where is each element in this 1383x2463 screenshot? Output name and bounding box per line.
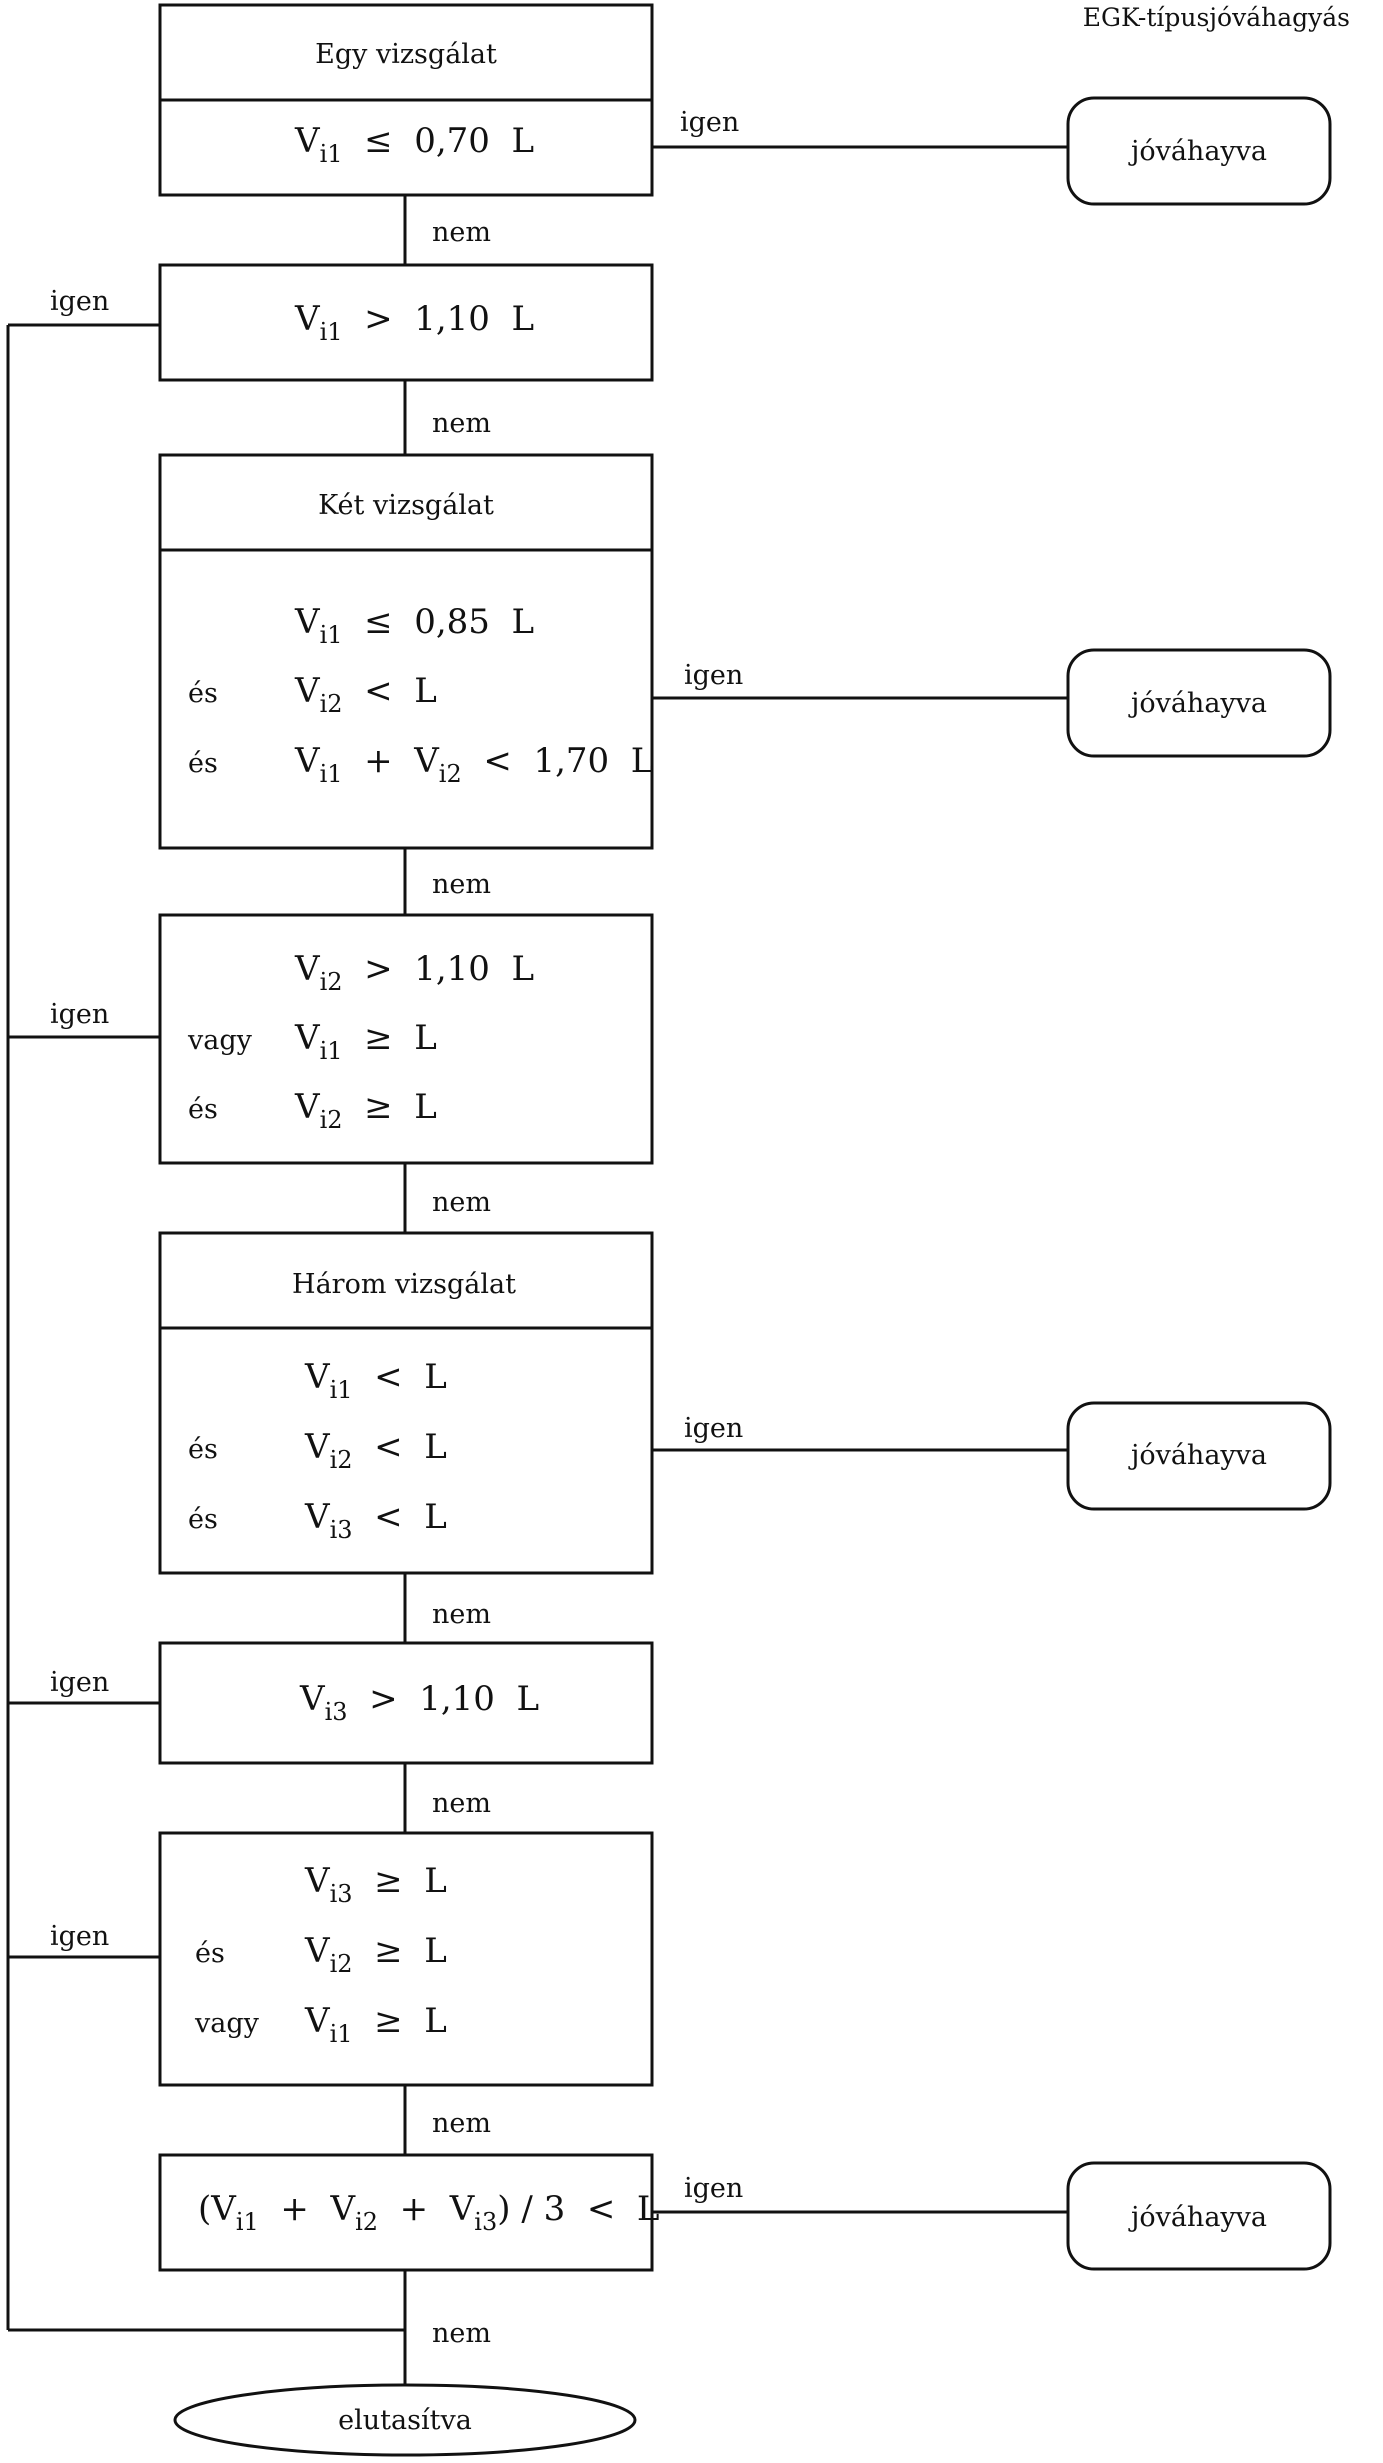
rejected-terminal xyxy=(173,2383,637,2457)
corner-title: EGK-típusjóváhagyás xyxy=(1083,3,1350,32)
condition-text: Vi3 < L xyxy=(304,1497,447,1544)
two-tests-box: Két vizsgálat Vi1 ≤ 0,85 L és Vi2 < L és… xyxy=(158,453,654,850)
condition-box xyxy=(158,263,654,382)
condition-text: Vi2 < L xyxy=(304,1427,447,1474)
conjunction-label: vagy xyxy=(187,1025,253,1056)
no-label: nem xyxy=(432,1788,491,1819)
condition-box xyxy=(158,98,654,197)
conjunction-label: és xyxy=(188,678,218,709)
rejected-outcome: elutasítva xyxy=(173,2383,637,2457)
section-title: Két vizsgálat xyxy=(318,490,494,521)
one-test-box: Egy vizsgálat Vi1 ≤ 0,70 L xyxy=(158,3,654,197)
approved-terminal xyxy=(1066,2161,1332,2271)
branch-labels: igen igen igen igen igen igen igen igen … xyxy=(50,107,743,2349)
yes-label: igen xyxy=(50,286,109,317)
section-header-box xyxy=(158,1231,654,1330)
section-title: Egy vizsgálat xyxy=(315,39,497,70)
condition-block-8: (Vi1 + Vi2 + Vi3) / 3 < L xyxy=(158,2153,660,2272)
three-tests-box: Három vizsgálat Vi1 < L és Vi2 < L és Vi… xyxy=(158,1231,654,1575)
no-label: nem xyxy=(432,869,491,900)
condition-box xyxy=(158,913,654,1165)
approved-label: jóváhayva xyxy=(1128,1440,1267,1471)
condition-text: Vi3 ≥ L xyxy=(304,1861,447,1908)
yes-label: igen xyxy=(684,660,743,691)
condition-text: Vi1 ≤ 0,85 L xyxy=(294,602,534,649)
condition-text: Vi1 + Vi2 < 1,70 L xyxy=(294,741,653,788)
no-label: nem xyxy=(432,217,491,248)
approved-terminal xyxy=(1066,96,1332,206)
yes-label: igen xyxy=(680,107,739,138)
conjunction-label: és xyxy=(188,1434,218,1465)
condition-text: Vi1 ≥ L xyxy=(294,1018,437,1065)
no-label: nem xyxy=(432,2318,491,2349)
condition-text: Vi2 > 1,10 L xyxy=(294,949,534,996)
approved-outcome: jóváhayva xyxy=(1066,2161,1332,2271)
conjunction-label: és xyxy=(188,748,218,779)
condition-text: Vi2 < L xyxy=(294,671,437,718)
conjunction-label: és xyxy=(188,1094,218,1125)
approved-label: jóváhayva xyxy=(1128,2202,1267,2233)
no-label: nem xyxy=(432,1599,491,1630)
condition-block-2: Vi1 > 1,10 L xyxy=(158,263,654,382)
condition-text: Vi2 ≥ L xyxy=(294,1087,437,1134)
section-title: Három vizsgálat xyxy=(292,1269,516,1300)
condition-block-6: Vi3 > 1,10 L xyxy=(158,1641,654,1765)
yes-label: igen xyxy=(50,999,109,1030)
conjunction-label: vagy xyxy=(194,2008,260,2039)
yes-label: igen xyxy=(684,1413,743,1444)
approved-outcome: jóváhayva xyxy=(1066,96,1332,206)
approved-outcome: jóváhayva xyxy=(1066,648,1332,758)
conjunction-label: és xyxy=(188,1504,218,1535)
yes-label: igen xyxy=(50,1667,109,1698)
condition-text: Vi2 ≥ L xyxy=(304,1931,447,1978)
condition-box xyxy=(158,1326,654,1575)
approved-label: jóváhayva xyxy=(1128,688,1267,719)
approved-terminal xyxy=(1066,648,1332,758)
connector-lines xyxy=(6,145,1068,2410)
condition-text: (Vi1 + Vi2 + Vi3) / 3 < L xyxy=(198,2189,660,2236)
conjunction-label: és xyxy=(195,1938,225,1969)
condition-box xyxy=(158,548,654,850)
condition-box xyxy=(158,2153,654,2272)
yes-label: igen xyxy=(684,2173,743,2204)
condition-block-4: Vi2 > 1,10 L vagy Vi1 ≥ L és Vi2 ≥ L xyxy=(158,913,654,1165)
condition-box xyxy=(158,1831,654,2087)
condition-block-7: Vi3 ≥ L és Vi2 ≥ L vagy Vi1 ≥ L xyxy=(158,1831,654,2087)
condition-text: Vi1 < L xyxy=(304,1357,447,1404)
yes-label: igen xyxy=(50,1921,109,1952)
condition-box xyxy=(158,1641,654,1765)
no-label: nem xyxy=(432,2108,491,2139)
condition-text: Vi3 > 1,10 L xyxy=(299,1679,539,1726)
approved-label: jóváhayva xyxy=(1128,136,1267,167)
condition-text: Vi1 ≤ 0,70 L xyxy=(294,121,534,168)
condition-text: Vi1 > 1,10 L xyxy=(294,299,534,346)
condition-text: Vi1 ≥ L xyxy=(304,2001,447,2048)
no-label: nem xyxy=(432,408,491,439)
rejected-label: elutasítva xyxy=(338,2405,472,2436)
approved-terminal xyxy=(1066,1401,1332,1511)
no-label: nem xyxy=(432,1187,491,1218)
section-header-box xyxy=(158,453,654,552)
approved-outcome: jóváhayva xyxy=(1066,1401,1332,1511)
